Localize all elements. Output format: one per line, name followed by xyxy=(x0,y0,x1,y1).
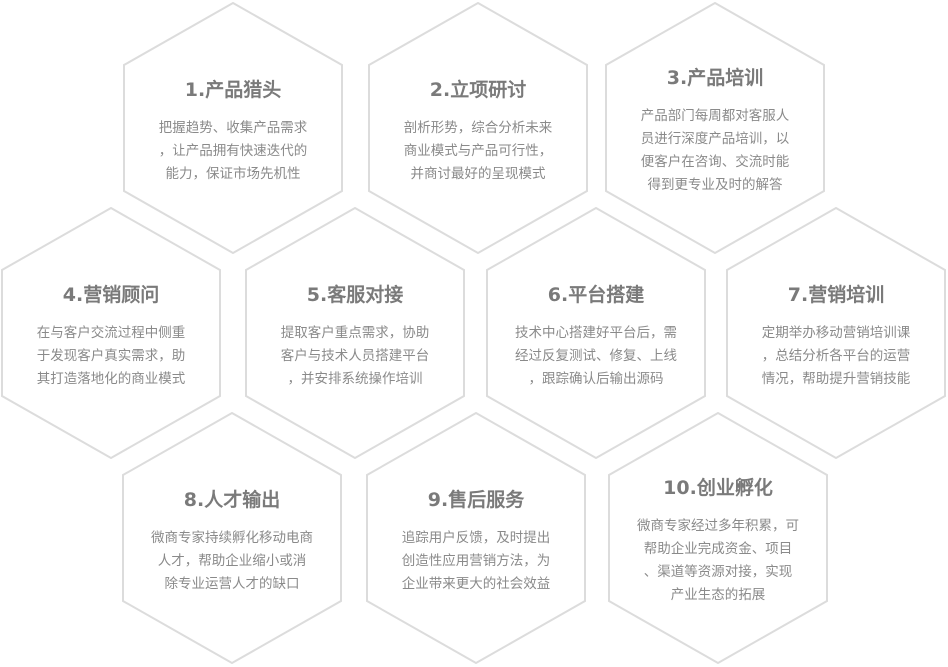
hex-content: 3.产品培训产品部门每周都对客服人员进行深度产品培训，以便客户在咨询、交流时能得… xyxy=(617,65,813,197)
hex-card-5: 5.客服对接提取客户重点需求，协助客户与技术人员搭建平台 ，并安排系统操作培训 xyxy=(245,207,465,459)
hex-description-line: 、渠道等资源对接，实现 xyxy=(643,564,793,580)
hex-card-10: 10.创业孵化微商专家经过多年积累，可帮助企业完成资金、项目、渠道等资源对接，实… xyxy=(608,412,828,664)
hex-description-line: ，并安排系统操作培训 xyxy=(287,370,423,387)
hex-card-6: 6.平台搭建技术中心搭建好平台后，需经过反复测试、修复、上线 ，跟踪确认后输出源码 xyxy=(486,207,706,459)
hexagon-outline xyxy=(1,207,221,459)
hex-card-8: 8.人才输出微商专家持续孵化移动电商人才，帮助企业缩小或消除专业运营人才的缺口 xyxy=(122,412,342,664)
hex-content: 2.立项研讨剖析形势，综合分析未来商业模式与产品可行性， 并商讨最好的呈现模式 xyxy=(380,77,576,186)
hexagon-outline xyxy=(486,207,706,459)
hex-description-line: 除专业运营人才的缺口 xyxy=(164,575,300,592)
hex-description-line: ，跟踪确认后输出源码 xyxy=(528,370,664,387)
hex-description-line: 技术中心搭建好平台后，需 xyxy=(515,324,677,341)
hexagon-outline xyxy=(123,2,343,254)
hex-content: 6.平台搭建技术中心搭建好平台后，需经过反复测试、修复、上线 ，跟踪确认后输出源码 xyxy=(498,282,694,391)
hex-content: 4.营销顾问在与客户交流过程中侧重于发现客户真实需求，助其打造落地化的商业模式 xyxy=(13,282,209,391)
hex-card-3: 3.产品培训产品部门每周都对客服人员进行深度产品培训，以便客户在咨询、交流时能得… xyxy=(605,2,825,254)
hex-card-2: 2.立项研讨剖析形势，综合分析未来商业模式与产品可行性， 并商讨最好的呈现模式 xyxy=(368,2,588,254)
hex-description-line: 客户与技术人员搭建平台 xyxy=(280,347,430,364)
hex-description-line: 微商专家经过多年积累，可 xyxy=(637,518,799,534)
hex-card-9: 9.售后服务追踪用户反馈，及时提出创造性应用营销方法，为企业带来更大的社会效益 xyxy=(366,412,586,664)
hex-description-line: 提取客户重点需求，协助 xyxy=(280,324,430,341)
hex-title: 6.平台搭建 xyxy=(547,283,645,306)
hex-description-line: 商业模式与产品可行性， xyxy=(403,142,553,159)
hex-description-line: 定期举办移动营销培训课 xyxy=(761,324,911,341)
hex-card-7: 7.营销培训定期举办移动营销培训课 ，总结分析各平台的运营情况，帮助提升营销技能 xyxy=(726,207,946,459)
hex-title: 1.产品猎头 xyxy=(184,78,282,101)
hex-title: 10.创业孵化 xyxy=(663,477,773,499)
hex-card-1: 1.产品猎头把握趋势、收集产品需求 ，让产品拥有快速迭代的能力，保证市场先机性 xyxy=(123,2,343,254)
hex-description-line: 帮助企业完成资金、项目 xyxy=(643,541,793,557)
hexagon-outline xyxy=(245,207,465,459)
hex-description-line: 情况，帮助提升营销技能 xyxy=(761,370,911,387)
hex-description-line: 能力，保证市场先机性 xyxy=(165,165,301,182)
hex-card-4: 4.营销顾问在与客户交流过程中侧重于发现客户真实需求，助其打造落地化的商业模式 xyxy=(1,207,221,459)
hex-description-line: 把握趋势、收集产品需求 xyxy=(158,119,308,136)
hex-description-line: ，让产品拥有快速迭代的 xyxy=(158,142,308,159)
hex-content: 9.售后服务追踪用户反馈，及时提出创造性应用营销方法，为企业带来更大的社会效益 xyxy=(378,487,574,596)
hex-description-line: 在与客户交流过程中侧重 xyxy=(36,324,186,341)
hex-description-line: 员进行深度产品培训，以 xyxy=(640,131,790,147)
hexagon-outline xyxy=(605,2,825,254)
hex-description-line: 便客户在咨询、交流时能 xyxy=(640,154,790,170)
hex-description-line: 人才，帮助企业缩小或消 xyxy=(157,552,307,569)
hex-title: 9.售后服务 xyxy=(427,488,525,511)
hex-description-line: 得到更专业及时的解答 xyxy=(647,177,783,193)
hex-title: 7.营销培训 xyxy=(787,283,885,306)
hex-description-line: 并商讨最好的呈现模式 xyxy=(410,165,546,182)
hexagon-outline xyxy=(368,2,588,254)
hex-description-line: 其打造落地化的商业模式 xyxy=(36,370,186,387)
hex-description-line: 企业带来更大的社会效益 xyxy=(401,575,551,592)
hex-content: 5.客服对接提取客户重点需求，协助客户与技术人员搭建平台 ，并安排系统操作培训 xyxy=(257,282,453,391)
hex-title: 4.营销顾问 xyxy=(62,283,160,306)
hex-content: 8.人才输出微商专家持续孵化移动电商人才，帮助企业缩小或消除专业运营人才的缺口 xyxy=(134,487,330,596)
hex-description-line: ，总结分析各平台的运营 xyxy=(761,347,911,364)
hex-description-line: 产业生态的拓展 xyxy=(670,587,766,603)
hex-description-line: 创造性应用营销方法，为 xyxy=(401,552,551,569)
hex-description-line: 于发现客户真实需求，助 xyxy=(36,347,186,364)
hexagon-outline xyxy=(608,412,828,664)
hex-content: 10.创业孵化微商专家经过多年积累，可帮助企业完成资金、项目、渠道等资源对接，实… xyxy=(620,475,816,607)
hex-description-line: 剖析形势，综合分析未来 xyxy=(403,119,553,136)
hex-description-line: 经过反复测试、修复、上线 xyxy=(515,347,677,364)
hexagon-outline xyxy=(726,207,946,459)
hex-description-line: 追踪用户反馈，及时提出 xyxy=(401,529,551,546)
hex-content: 7.营销培训定期举办移动营销培训课 ，总结分析各平台的运营情况，帮助提升营销技能 xyxy=(738,282,934,391)
hex-description-line: 微商专家持续孵化移动电商 xyxy=(151,529,313,546)
hexagon-outline xyxy=(122,412,342,664)
hexagon-outline xyxy=(366,412,586,664)
hex-title: 8.人才输出 xyxy=(183,488,281,511)
hex-title: 5.客服对接 xyxy=(306,283,404,306)
hex-title: 2.立项研讨 xyxy=(429,78,527,101)
hex-description-line: 产品部门每周都对客服人 xyxy=(640,108,790,124)
hex-content: 1.产品猎头把握趋势、收集产品需求 ，让产品拥有快速迭代的能力，保证市场先机性 xyxy=(135,77,331,186)
hex-title: 3.产品培训 xyxy=(666,67,764,89)
